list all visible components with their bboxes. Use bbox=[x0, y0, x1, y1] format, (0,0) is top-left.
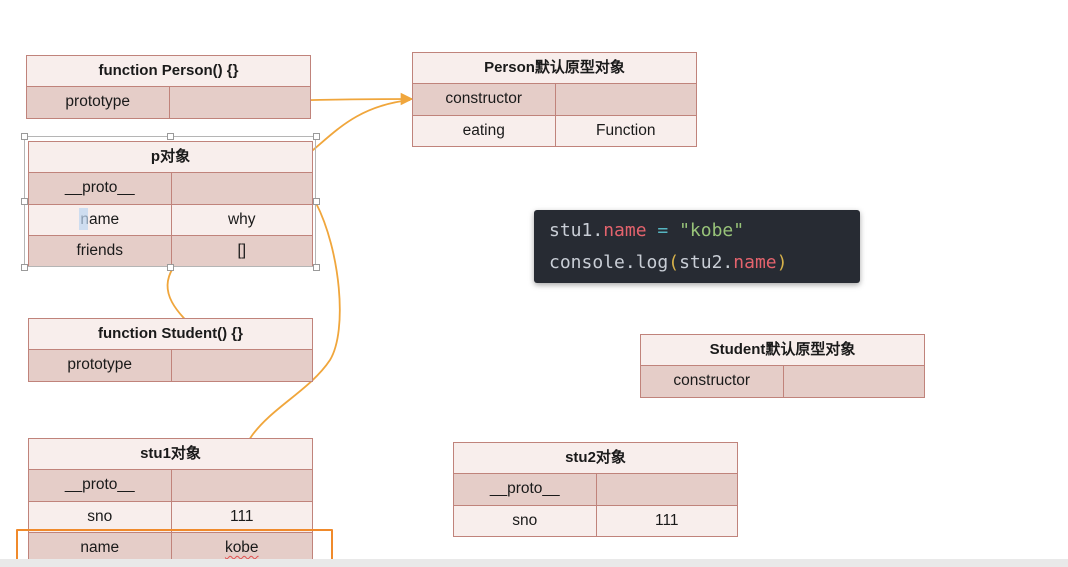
resize-handle-bottom-left[interactable] bbox=[21, 264, 28, 271]
resize-handle-middle-right[interactable] bbox=[313, 198, 320, 205]
resize-handle-bottom-right[interactable] bbox=[313, 264, 320, 271]
table-row: name kobe bbox=[29, 532, 312, 563]
row-value bbox=[782, 366, 925, 397]
code-token: . bbox=[722, 252, 734, 273]
resize-handle-top-middle[interactable] bbox=[167, 133, 174, 140]
code-token: name bbox=[733, 252, 777, 273]
row-key: name bbox=[80, 539, 120, 556]
person-prototype-title: Person默认原型对象 bbox=[413, 53, 696, 84]
code-token: ( bbox=[668, 252, 680, 273]
table-row: name why bbox=[29, 204, 312, 235]
code-token: stu2 bbox=[679, 252, 723, 273]
code-token: console bbox=[549, 252, 625, 273]
row-value: Function bbox=[554, 116, 697, 146]
row-value bbox=[170, 173, 313, 204]
row-key: sno bbox=[87, 508, 113, 525]
code-token: log bbox=[635, 252, 669, 273]
code-token: ) bbox=[776, 252, 788, 273]
stu2-object-table: stu2对象 __proto__ sno 111 bbox=[453, 442, 738, 537]
table-row: sno 111 bbox=[29, 501, 312, 532]
table-row: __proto__ bbox=[29, 470, 312, 501]
p-object-title: p对象 bbox=[29, 142, 312, 173]
row-key: __proto__ bbox=[64, 476, 135, 493]
row-key: __proto__ bbox=[489, 480, 560, 497]
resize-handle-middle-left[interactable] bbox=[21, 198, 28, 205]
row-key: sno bbox=[512, 512, 538, 529]
code-token: "kobe" bbox=[679, 220, 745, 241]
table-row: prototype bbox=[27, 87, 310, 118]
row-value: 111 bbox=[170, 502, 313, 532]
table-row: __proto__ bbox=[454, 474, 737, 505]
table-row: __proto__ bbox=[29, 173, 312, 204]
resize-handle-bottom-middle[interactable] bbox=[167, 264, 174, 271]
row-key: eating bbox=[462, 122, 505, 139]
p-object-table[interactable]: p对象 __proto__ name why friends [] bbox=[28, 141, 313, 267]
student-function-title: function Student() {} bbox=[29, 319, 312, 350]
code-snippet: stu1.name = "kobe" console.log(stu2.name… bbox=[534, 210, 860, 283]
row-key: name bbox=[80, 211, 120, 228]
row-value: why bbox=[170, 205, 313, 235]
table-row: friends [] bbox=[29, 235, 312, 266]
table-row: constructor bbox=[413, 84, 696, 115]
person-prototype-table: Person默认原型对象 constructor eating Function bbox=[412, 52, 697, 147]
row-key: constructor bbox=[673, 372, 751, 389]
code-token: . bbox=[624, 252, 636, 273]
table-row: prototype bbox=[29, 350, 312, 381]
row-value: [] bbox=[170, 236, 313, 266]
row-key: constructor bbox=[445, 90, 523, 107]
person-function-table: function Person() {} prototype bbox=[26, 55, 311, 119]
bottom-scroll-strip bbox=[0, 559, 1068, 567]
row-value bbox=[170, 350, 313, 381]
code-token: = bbox=[646, 220, 680, 241]
resize-handle-top-right[interactable] bbox=[313, 133, 320, 140]
table-row: eating Function bbox=[413, 115, 696, 146]
stu1-object-title: stu1对象 bbox=[29, 439, 312, 470]
stu2-object-title: stu2对象 bbox=[454, 443, 737, 474]
student-function-table: function Student() {} prototype bbox=[28, 318, 313, 382]
row-value: 111 bbox=[595, 506, 738, 536]
row-value: kobe bbox=[170, 533, 313, 563]
row-key: __proto__ bbox=[64, 179, 135, 196]
code-token: stu1 bbox=[549, 220, 593, 241]
table-row: sno 111 bbox=[454, 505, 737, 536]
code-line-1: stu1.name = "kobe" bbox=[549, 220, 860, 252]
stu1-object-table: stu1对象 __proto__ sno 111 name kobe bbox=[28, 438, 313, 564]
row-key: friends bbox=[76, 242, 124, 259]
row-value bbox=[595, 474, 738, 505]
spellcheck-underlined-value: kobe bbox=[224, 539, 259, 556]
code-token: name bbox=[603, 220, 647, 241]
row-value bbox=[170, 470, 313, 501]
text-selection-highlight bbox=[79, 208, 88, 230]
person-function-title: function Person() {} bbox=[27, 56, 310, 87]
table-row: constructor bbox=[641, 366, 924, 397]
row-value bbox=[554, 84, 697, 115]
student-prototype-title: Student默认原型对象 bbox=[641, 335, 924, 366]
code-line-2: console.log(stu2.name) bbox=[549, 252, 860, 284]
student-prototype-table: Student默认原型对象 constructor bbox=[640, 334, 925, 398]
code-token: . bbox=[592, 220, 604, 241]
row-key: prototype bbox=[67, 356, 133, 373]
row-value bbox=[168, 87, 311, 118]
row-key: prototype bbox=[65, 93, 131, 110]
resize-handle-top-left[interactable] bbox=[21, 133, 28, 140]
